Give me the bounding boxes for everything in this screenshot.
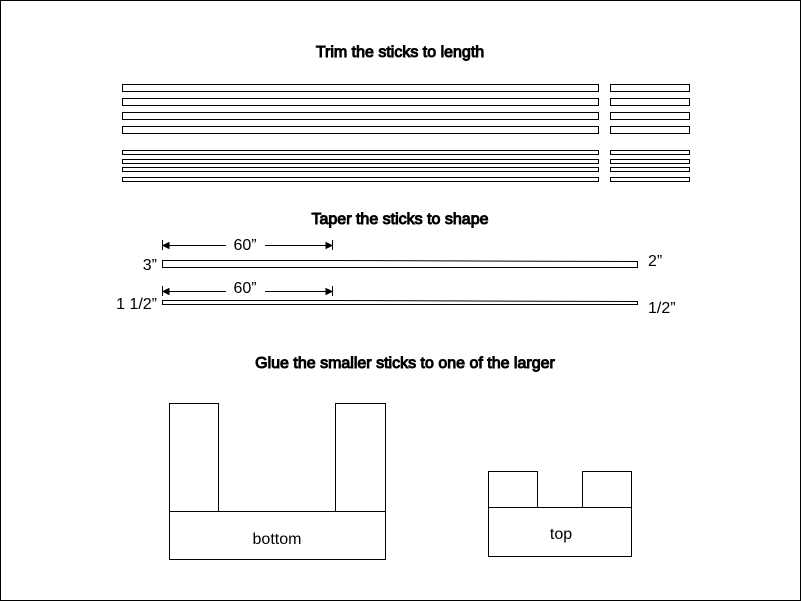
taper-stick-outline bbox=[162, 300, 638, 305]
narrow-stick-short bbox=[610, 177, 690, 182]
right-width-label: 2” bbox=[648, 253, 662, 270]
wide-sticks bbox=[122, 84, 690, 134]
narrow-stick-long bbox=[122, 159, 599, 164]
wide-stick-short bbox=[610, 98, 690, 106]
title-trim: Trim the sticks to length bbox=[316, 44, 484, 61]
narrow-stick-short bbox=[610, 167, 690, 172]
title-glue: Glue the smaller sticks to one of the la… bbox=[255, 355, 555, 372]
wide-stick-short bbox=[610, 112, 690, 120]
dimension-arrow bbox=[161, 287, 334, 296]
narrow-stick-short bbox=[610, 150, 690, 155]
bottom-assembly: bottom bbox=[169, 403, 386, 560]
title-taper: Taper the sticks to shape bbox=[312, 211, 489, 228]
right-width-label: 1/2” bbox=[648, 300, 676, 317]
wide-stick-long bbox=[122, 112, 599, 120]
dimension-label: 60” bbox=[233, 280, 256, 297]
narrow-stick-long bbox=[122, 150, 599, 155]
upright-stick bbox=[582, 471, 632, 508]
wide-stick-long bbox=[122, 98, 599, 106]
dimension-label: 60” bbox=[233, 237, 256, 254]
top-assembly: top bbox=[488, 471, 632, 557]
base-stick bbox=[488, 507, 632, 557]
upright-stick bbox=[169, 403, 219, 512]
dimension-arrow bbox=[161, 241, 334, 250]
taper-stick-outline bbox=[162, 260, 638, 268]
narrow-stick-short bbox=[610, 159, 690, 164]
wide-stick-short bbox=[610, 126, 690, 134]
base-stick bbox=[169, 511, 386, 560]
wide-stick-long bbox=[122, 126, 599, 134]
top-label: top bbox=[550, 526, 572, 543]
narrow-stick-long bbox=[122, 177, 599, 182]
tapered-stick-1: 60” 3” 2” bbox=[143, 237, 662, 274]
bottom-label: bottom bbox=[253, 531, 302, 548]
upright-stick bbox=[335, 403, 386, 512]
upright-stick bbox=[488, 471, 538, 508]
tapered-stick-2: 60” 1 1/2” 1/2” bbox=[116, 280, 676, 317]
left-width-label: 3” bbox=[143, 257, 157, 274]
narrow-sticks bbox=[122, 150, 690, 182]
wide-stick-short bbox=[610, 84, 690, 92]
narrow-stick-long bbox=[122, 167, 599, 172]
wide-stick-long bbox=[122, 84, 599, 92]
left-width-label: 1 1/2” bbox=[116, 296, 157, 313]
